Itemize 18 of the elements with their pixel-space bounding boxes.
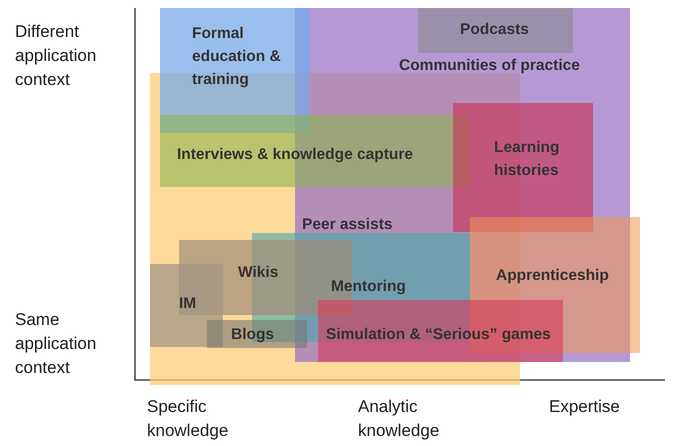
region-label: Blogs <box>231 325 274 345</box>
region-label: Mentoring <box>331 277 406 297</box>
category-region <box>160 8 310 133</box>
axis-label: Same application context <box>15 309 98 379</box>
region-label: Apprenticeship <box>496 266 609 286</box>
region-label: Formal education & training <box>192 24 282 90</box>
region-label: Interviews & knowledge capture <box>177 145 414 165</box>
region-label: Podcasts <box>460 20 529 40</box>
axis-label: Expertise <box>549 396 621 418</box>
region-label: Wikis <box>238 263 278 283</box>
region-label: Simulation & “Serious” games <box>326 325 551 345</box>
axis-label: Specific knowledge <box>147 396 230 442</box>
region-label: Learning histories <box>494 138 560 181</box>
region-label: IM <box>179 294 196 314</box>
axis-label: Different application context <box>15 21 98 91</box>
region-label: Peer assists <box>302 215 392 235</box>
axis-label: Analytic knowledge <box>358 396 440 442</box>
region-label: Communities of practice <box>399 56 580 76</box>
